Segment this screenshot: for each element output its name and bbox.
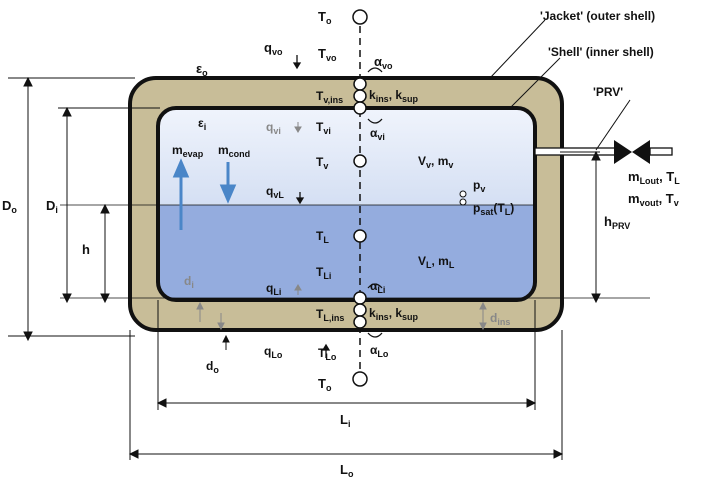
T-vins-label: Tv,ins [316,89,343,105]
shell-label: 'Shell' (inner shell) [548,45,654,59]
h-label: h [82,242,90,257]
node-T-Lo [353,315,367,329]
V-L-label: VL, mL [418,254,455,270]
q-vo-label: qvo [264,40,283,57]
d-o-label: do [206,359,219,375]
alpha-vo-label: αvo [374,54,393,71]
prv-label: 'PRV' [593,85,623,99]
m-evap-label: mevap [172,143,204,159]
alpha-vi-arrow [367,118,383,124]
D-i-label: Di [46,198,58,215]
prv-valve-right [632,140,650,164]
jacket-leader [489,19,546,79]
T-Lins-label: TL,ins [316,307,344,323]
h-PRV-label: hPRV [604,214,630,231]
p-sat-label: psat(TL) [473,201,514,217]
T-L-label: TL [316,229,329,245]
eps-o-label: εo [196,61,208,78]
L-o-label: Lo [340,462,354,479]
q-Li-label: qLi [266,281,281,297]
shell-leader [509,57,561,109]
node-p-sat [459,198,467,206]
prv-leader [595,99,631,151]
alpha-Lo-arrow [367,332,383,338]
node-T-vins [353,89,367,103]
m-Lout-label: mLout, TL [628,169,680,186]
alpha-Li-arrow [367,283,383,289]
alpha-vi-label: αvi [370,126,385,142]
d-ins-label: dins [490,311,510,327]
inner-shell [156,106,537,302]
node-T-o-bottom [352,371,368,387]
node-T-v [353,154,367,168]
q-vL-label: qvL [266,184,284,200]
T-v-label: Tv [316,155,328,171]
k-bottom-label: kins, ksup [369,306,419,322]
T-Lo-label: TLo [318,346,337,362]
k-top-label: kins, ksup [369,88,419,104]
node-T-Lins [353,303,367,317]
T-Li-label: TLi [316,265,331,281]
T-vo-label: Tvo [318,46,337,63]
T-o-top-label: To [318,9,332,26]
alpha-Lo-label: αLo [370,343,389,359]
V-v-label: Vv, mv [418,154,453,170]
q-vi-label: qvi [266,120,281,136]
node-T-Li [353,291,367,305]
node-T-vo [353,77,367,91]
prv-valve-left [614,140,632,164]
eps-i-label: εi [198,116,206,132]
node-p-v [459,190,467,198]
m-vout-label: mvout, Tv [628,191,679,208]
D-o-label: Do [2,198,17,215]
d-i-label: di [184,274,194,290]
p-v-label: pv [473,178,485,194]
jacket-label: 'Jacket' (outer shell) [540,9,655,23]
T-o-bottom-label: To [318,376,332,393]
node-T-o-top [352,9,368,25]
T-vi-label: Tvi [316,120,331,136]
L-i-label: Li [340,412,350,429]
vapor-space [158,108,535,206]
m-cond-label: mcond [218,143,250,159]
alpha-Li-label: αLi [370,279,385,295]
liquid-space [158,205,535,300]
alpha-vo-arrow [367,67,383,73]
node-T-L [353,229,367,243]
q-Lo-label: qLo [264,344,283,360]
node-T-vi [353,101,367,115]
